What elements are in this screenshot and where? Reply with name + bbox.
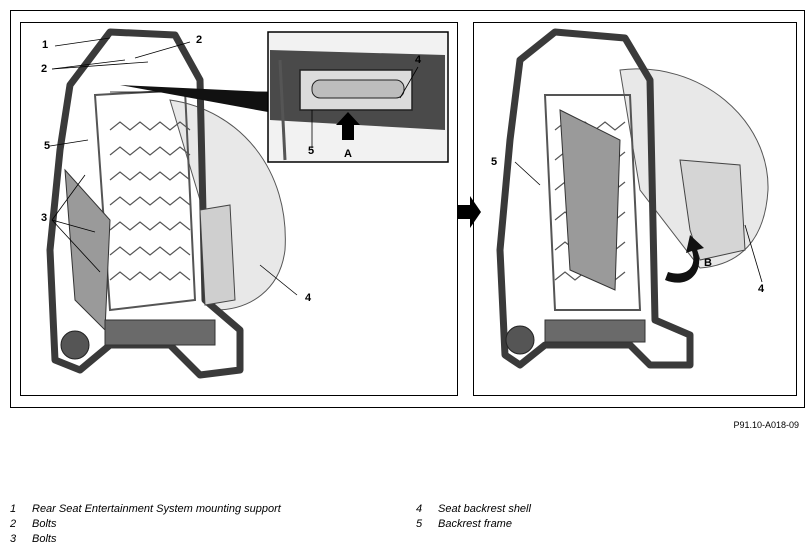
legend-right: 4 Seat backrest shell 5 Backrest frame [416,502,531,532]
legend-left: 1 Rear Seat Entertainment System mounting… [10,502,281,547]
callout-5: 5 [44,140,51,152]
legend-number: 5 [416,518,423,530]
legend-item: 1 Rear Seat Entertainment System mounting… [10,502,281,517]
legend-text: Rear Seat Entertainment System mounting … [32,503,281,515]
legend-number: 1 [10,503,17,515]
legend-item: 4 Seat backrest shell [416,502,531,517]
callout-4: 4 [305,292,312,304]
inset-callout-5: 5 [308,145,315,157]
legend-text: Bolts [32,533,57,545]
inset-arrow-label: A [344,148,352,160]
callout-2: 2 [196,34,203,46]
callout-4: 4 [758,283,765,295]
legend-number: 4 [416,503,423,515]
transition-arrow-icon [458,196,481,228]
legend-number: 3 [10,533,17,545]
right-seat-drawing [496,28,769,369]
rotation-arrow-label: B [704,257,712,269]
legend-number: 2 [10,518,17,530]
legend-text: Bolts [32,518,57,530]
legend-text: Backrest frame [438,518,512,530]
callout-2: 2 [41,63,48,75]
legend-item: 2 Bolts [10,517,281,532]
legend-item: 3 Bolts [10,532,281,547]
legend-item: 5 Backrest frame [416,517,531,532]
inset-callout-4: 4 [415,54,422,66]
figure-id: P91.10-A018-09 [733,420,799,430]
callout-3: 3 [41,212,48,224]
legend-text: Seat backrest shell [438,503,531,515]
callout-5: 5 [491,156,498,168]
inset-detail [267,31,449,163]
callout-1: 1 [42,39,49,51]
left-seat-drawing [46,28,298,379]
